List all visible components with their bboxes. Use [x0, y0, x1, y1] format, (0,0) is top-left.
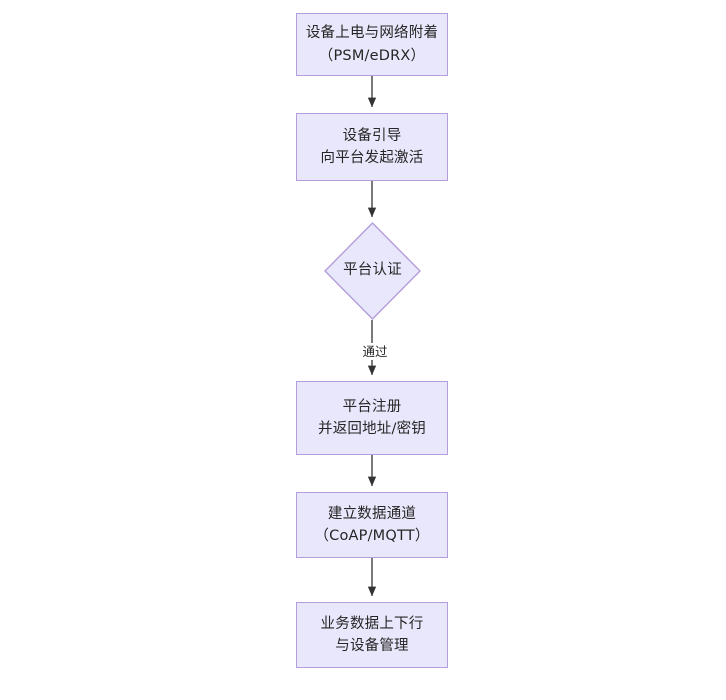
- node-data-channel-line-1: 建立数据通道: [327, 505, 417, 522]
- node-data-channel[interactable]: 建立数据通道 （CoAP/MQTT）: [296, 492, 448, 558]
- node-business-data-line-2: 与设备管理: [335, 638, 409, 654]
- edge-label-pass: 通过: [354, 343, 396, 360]
- node-platform-register-line-2: 并返回地址/密钥: [318, 421, 426, 437]
- node-power-on[interactable]: 设备上电与网络附着 （PSM/eDRX）: [296, 13, 448, 76]
- node-power-on-line-1: 设备上电与网络附着: [305, 25, 439, 42]
- node-platform-register[interactable]: 平台注册 并返回地址/密钥: [296, 381, 448, 455]
- node-business-data[interactable]: 业务数据上下行 与设备管理: [296, 602, 448, 668]
- node-platform-auth[interactable]: 平台认证: [324, 222, 421, 320]
- node-platform-register-line-1: 平台注册: [342, 398, 402, 415]
- node-bootstrap-line-2: 向平台发起激活: [320, 150, 424, 166]
- node-platform-auth-label: 平台认证: [343, 262, 402, 279]
- diamond-shape: [324, 222, 421, 320]
- node-power-on-line-2: （PSM/eDRX）: [318, 47, 426, 64]
- node-bootstrap-line-1: 设备引导: [342, 127, 402, 144]
- node-data-channel-line-2: （CoAP/MQTT）: [314, 528, 430, 544]
- node-bootstrap[interactable]: 设备引导 向平台发起激活: [296, 113, 448, 181]
- node-business-data-line-1: 业务数据上下行: [320, 615, 424, 632]
